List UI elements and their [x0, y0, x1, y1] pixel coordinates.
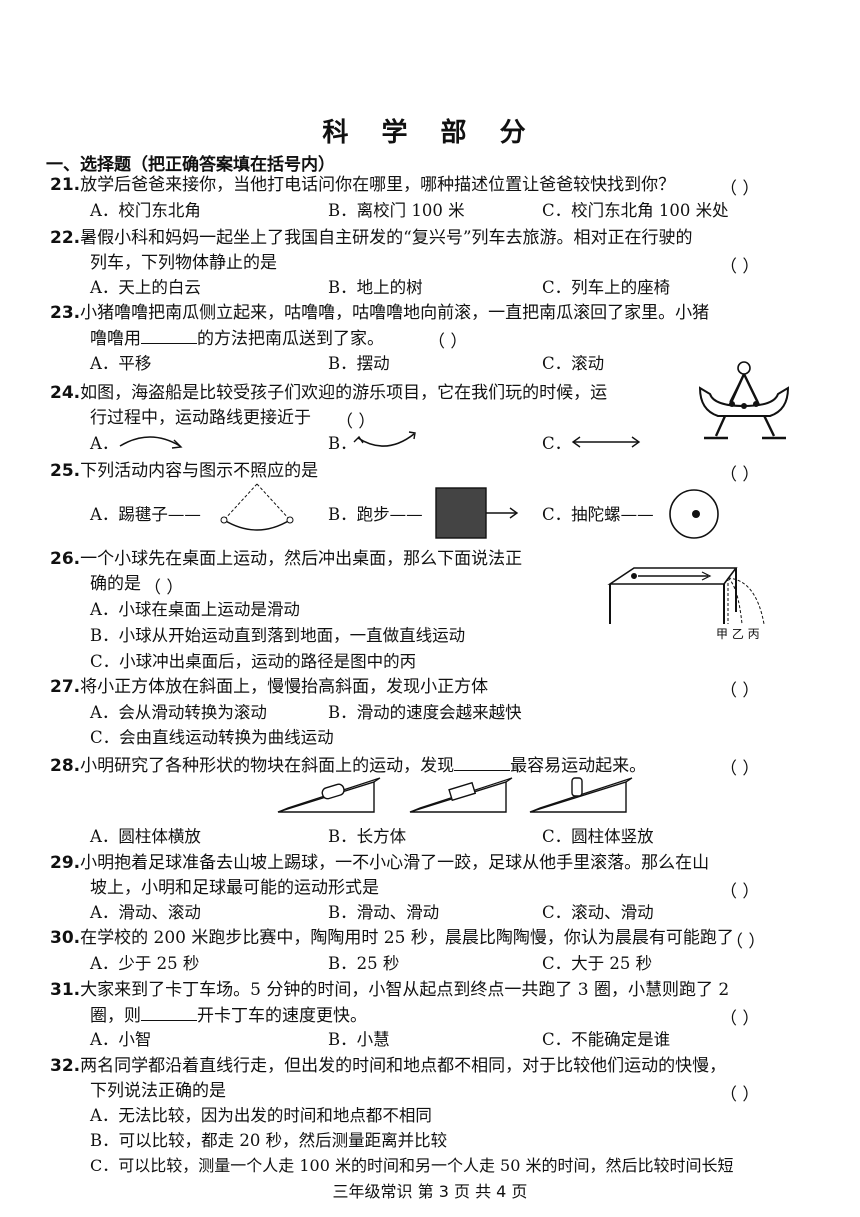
- option-28-b: B．长方体: [328, 827, 407, 846]
- question-30: 30.在学校的 200 米跑步比赛中，陶陶用时 25 秒，晨晨比陶陶慢，你认为晨…: [50, 928, 734, 948]
- option-28-c: C．圆柱体竖放: [542, 827, 654, 846]
- option-25-b: B．跑步——: [328, 505, 423, 524]
- option-24-c: C．: [542, 434, 572, 453]
- question-23: 23.小猪噜噜把南瓜侧立起来，咕噜噜，咕噜噜地向前滚，一直把南瓜滚回了家里。小猪: [50, 303, 710, 323]
- fill-blank[interactable]: [141, 327, 197, 344]
- question-28: 28.小明研究了各种形状的物块在斜面上的运动，发现最容易运动起来。: [50, 754, 647, 776]
- option-27-b: B．滑动的速度会越来越快: [328, 703, 522, 722]
- spinning-top-icon: [669, 489, 719, 539]
- option-30-b: B．25 秒: [328, 954, 400, 973]
- page-footer: 三年级常识 第 3 页 共 4 页: [332, 1182, 528, 1201]
- option-31-c: C．不能确定是谁: [542, 1030, 671, 1049]
- option-29-c: C．滚动、滑动: [542, 903, 654, 922]
- question-21: 21.放学后爸爸来接你，当他打电话问你在哪里，哪种描述位置让爸爸较快找到你？: [50, 175, 676, 195]
- fill-blank[interactable]: [454, 754, 511, 771]
- question-23-line2: 噜噜用的方法把南瓜送到了家。: [90, 327, 384, 349]
- answer-paren-29[interactable]: （ ）: [720, 882, 760, 902]
- option-31-a: A．小智: [90, 1030, 152, 1049]
- question-32-line2: 下列说法正确的是: [90, 1081, 226, 1101]
- answer-paren-23[interactable]: （ ）: [428, 332, 468, 352]
- question-22: 22.暑假小科和妈妈一起坐上了我国自主研发的“复兴号”列车去旅游。相对正在行驶的: [50, 228, 693, 248]
- question-31: 31.大家来到了卡丁车场。5 分钟的时间，小智从起点到终点一共跑了 3 圈，小慧…: [50, 980, 730, 1000]
- option-21-c: C．校门东北角 100 米处: [542, 201, 729, 220]
- answer-paren-24[interactable]: （ ）: [336, 412, 376, 432]
- question-29-line2: 坡上，小明和足球最可能的运动形式是: [90, 878, 379, 898]
- question-26: 26.一个小球先在桌面上运动，然后冲出桌面，那么下面说法正: [50, 549, 523, 569]
- running-square-icon: [435, 487, 519, 539]
- answer-paren-25[interactable]: （ ）: [720, 465, 760, 485]
- option-24-b: B．: [328, 434, 357, 453]
- question-32: 32.两名同学都沿着直线行走，但出发的时间和地点都不相同，对于比较他们运动的快慢…: [50, 1056, 727, 1076]
- question-24-line2: 行过程中，运动路线更接近于: [90, 408, 311, 428]
- ramp-cuboid-icon: [409, 777, 513, 813]
- option-30-a: A．少于 25 秒: [90, 954, 200, 973]
- answer-paren-22[interactable]: （ ）: [720, 257, 760, 277]
- option-26-b: B．小球从开始运动直到落到地面，一直做直线运动: [90, 626, 466, 645]
- answer-paren-27[interactable]: （ ）: [720, 681, 760, 701]
- answer-paren-30[interactable]: （ ）: [726, 932, 766, 952]
- answer-paren-32[interactable]: （ ）: [720, 1085, 760, 1105]
- question-24: 24.如图，海盗船是比较受孩子们欢迎的游乐项目，它在我们玩的时候，运: [50, 383, 608, 403]
- answer-paren-21[interactable]: （ ）: [720, 179, 760, 199]
- ramp-vertical-cylinder-icon: [529, 777, 633, 813]
- option-27-c: C．会由直线运动转换为曲线运动: [90, 728, 334, 747]
- section-heading: 一、选择题（把正确答案填在括号内）: [46, 155, 335, 175]
- question-27: 27.将小正方体放在斜面上，慢慢抬高斜面，发现小正方体: [50, 677, 489, 697]
- option-22-a: A．天上的白云: [90, 278, 201, 297]
- option-28-a: A．圆柱体横放: [90, 827, 201, 846]
- option-25-c: C．抽陀螺——: [542, 505, 654, 524]
- swing-arc-icon: [353, 431, 416, 447]
- option-25-a: A．踢毽子——: [90, 505, 201, 524]
- pirate-ship-figure: [698, 361, 790, 440]
- option-26-c: C．小球冲出桌面后，运动的路径是图中的丙: [90, 652, 417, 671]
- arc-path-icon: [119, 436, 183, 449]
- option-29-b: B．滑动、滑动: [328, 903, 440, 922]
- answer-paren-31[interactable]: （ ）: [720, 1009, 760, 1029]
- option-22-b: B．地上的树: [328, 278, 423, 297]
- option-23-a: A．平移: [90, 354, 152, 373]
- shuttlecock-path-icon: [220, 483, 294, 531]
- option-27-a: A．会从滑动转换为滚动: [90, 703, 267, 722]
- question-29: 29.小明抱着足球准备去山坡上踢球，一不小心滑了一跤，足球从他手里滚落。那么在山: [50, 853, 710, 873]
- option-32-c: C．可以比较，测量一个人走 100 米的时间和另一个人走 50 米的时间，然后比…: [90, 1156, 734, 1175]
- option-30-c: C．大于 25 秒: [542, 954, 653, 973]
- question-25: 25.下列活动内容与图示不照应的是: [50, 461, 319, 481]
- option-21-a: A．校门东北角: [90, 201, 201, 220]
- ramp-horizontal-cylinder-icon: [277, 777, 381, 813]
- option-22-c: C．列车上的座椅: [542, 278, 671, 297]
- answer-paren-28[interactable]: （ ）: [720, 759, 760, 779]
- table-ball-figure: [607, 567, 765, 625]
- option-21-b: B．离校门 100 米: [328, 201, 465, 220]
- option-31-b: B．小慧: [328, 1030, 390, 1049]
- figure-labels: 甲 乙 丙: [716, 627, 760, 641]
- option-26-a: A．小球在桌面上运动是滑动: [90, 600, 300, 619]
- page-title: 科 学 部 分: [322, 118, 538, 148]
- option-32-b: B．可以比较，都走 20 秒，然后测量距离并比较: [90, 1131, 448, 1150]
- option-23-c: C．滚动: [542, 354, 605, 373]
- option-23-b: B．摆动: [328, 354, 390, 373]
- answer-paren-26[interactable]: （ ）: [144, 578, 184, 598]
- question-26-line2: 确的是: [90, 574, 141, 594]
- fill-blank[interactable]: [141, 1004, 197, 1021]
- option-24-a: A．: [90, 434, 119, 453]
- question-22-line2: 列车，下列物体静止的是: [90, 253, 277, 273]
- option-32-a: A．无法比较，因为出发的时间和地点都不相同: [90, 1106, 432, 1125]
- option-29-a: A．滑动、滚动: [90, 903, 201, 922]
- question-31-line2: 圈，则开卡丁车的速度更快。: [90, 1004, 367, 1026]
- double-arrow-icon: [571, 436, 641, 448]
